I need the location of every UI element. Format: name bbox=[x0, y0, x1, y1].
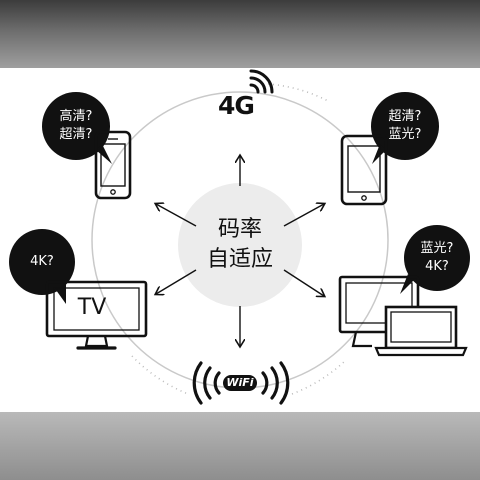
arrow-lower-right bbox=[283, 269, 324, 296]
center-label-line-1: 码率 bbox=[217, 217, 262, 242]
bubble-phone-line-2: 超清? bbox=[59, 127, 93, 142]
bubble-computer-text: 蓝光? 4K? bbox=[407, 240, 467, 276]
wifi-icon bbox=[192, 361, 290, 405]
bubble-computer-line-2: 4K? bbox=[425, 259, 449, 274]
tablet-icon bbox=[340, 134, 388, 206]
blurred-bottom-border bbox=[0, 412, 480, 480]
bubble-phone-text: 高清? 超清? bbox=[46, 108, 106, 144]
bubble-computer-line-1: 蓝光? bbox=[420, 241, 454, 256]
bubble-phone bbox=[42, 92, 112, 164]
center-label: 码率 自适应 bbox=[190, 215, 290, 275]
arrow-lower-left bbox=[156, 269, 197, 294]
cellular-signal-icon bbox=[249, 69, 274, 94]
tv-screen-label: TV bbox=[77, 295, 107, 320]
bubble-tablet-line-2: 蓝光? bbox=[388, 127, 422, 142]
center-label-line-2: 自适应 bbox=[206, 247, 273, 272]
arrow-upper-right bbox=[283, 204, 324, 227]
blurred-top-border bbox=[0, 0, 480, 68]
arrow-upper-left bbox=[156, 204, 197, 227]
bubble-computer bbox=[400, 225, 470, 294]
wifi-label: WiFi bbox=[226, 376, 254, 389]
label-4g: 4G bbox=[218, 91, 255, 120]
bubble-tablet bbox=[371, 92, 439, 164]
bubble-tablet-line-1: 超清? bbox=[388, 109, 422, 124]
dotted-ring-top bbox=[267, 83, 331, 103]
bubble-tv bbox=[9, 229, 75, 304]
bubble-phone-line-1: 高清? bbox=[59, 109, 93, 124]
desktop-laptop-icon bbox=[338, 275, 468, 357]
bubble-tv-line-1: 4K? bbox=[30, 254, 54, 269]
bubble-tv-text: 4K? bbox=[12, 253, 72, 271]
smartphone-icon bbox=[94, 130, 132, 200]
tv-icon bbox=[45, 280, 148, 350]
bubble-tablet-text: 超清? 蓝光? bbox=[375, 108, 435, 144]
center-disc bbox=[178, 183, 302, 307]
